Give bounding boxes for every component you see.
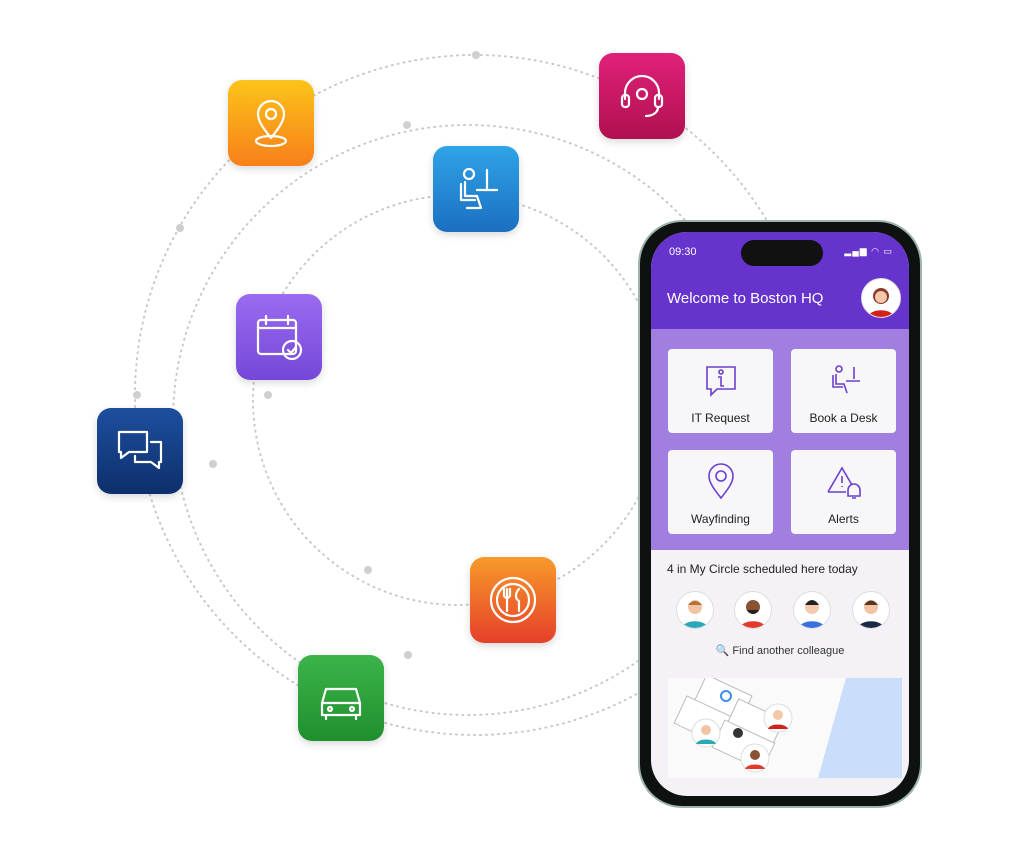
alert-bell-icon: [826, 466, 861, 499]
app-screen: 09:30 ▂▄▆ ◠ ▭ Welcome to Boston HQ IT Re…: [651, 232, 909, 796]
app-header: 09:30 ▂▄▆ ◠ ▭ Welcome to Boston HQ: [651, 232, 909, 329]
tile-label: Book a Desk: [809, 411, 878, 425]
calendar-icon: [236, 294, 322, 380]
find-colleague-link[interactable]: 🔍 Find another colleague: [651, 644, 909, 657]
page-title: Welcome to Boston HQ: [667, 290, 824, 307]
desk-booking-icon: [433, 146, 519, 232]
tile-label: Wayfinding: [691, 512, 750, 526]
tile-book-desk[interactable]: Book a Desk: [791, 349, 896, 433]
find-colleague-label: Find another colleague: [732, 645, 845, 657]
desk-icon: [831, 365, 860, 394]
tile-wayfinding[interactable]: Wayfinding: [668, 450, 773, 534]
status-icons: ▂▄▆ ◠ ▭: [844, 246, 893, 256]
colleague-avatar[interactable]: [852, 591, 890, 629]
my-circle-title: 4 in My Circle scheduled here today: [667, 562, 858, 576]
info-chat-icon: [705, 366, 736, 397]
tile-label: IT Request: [691, 411, 750, 425]
car-icon: [298, 655, 384, 741]
colleague-avatar[interactable]: [734, 591, 772, 629]
user-avatar[interactable]: [861, 278, 901, 318]
dining-icon: [470, 557, 556, 643]
phone-mockup: 09:30 ▂▄▆ ◠ ▭ Welcome to Boston HQ IT Re…: [638, 220, 922, 808]
search-icon: 🔍: [715, 645, 730, 657]
tile-label: Alerts: [828, 512, 859, 526]
tile-it-request[interactable]: IT Request: [668, 349, 773, 433]
status-time: 09:30: [669, 246, 697, 258]
chat-icon: [97, 408, 183, 494]
quick-actions: IT Request Book a Desk Wayfinding Alerts: [651, 329, 909, 550]
colleague-avatar[interactable]: [793, 591, 831, 629]
location-app-icon: [228, 80, 314, 166]
tile-alerts[interactable]: Alerts: [791, 450, 896, 534]
colleague-avatar[interactable]: [676, 591, 714, 629]
floor-map[interactable]: [668, 678, 902, 778]
dynamic-island: [741, 240, 823, 266]
support-headset-icon: [599, 53, 685, 139]
location-pin-icon: [707, 463, 734, 500]
